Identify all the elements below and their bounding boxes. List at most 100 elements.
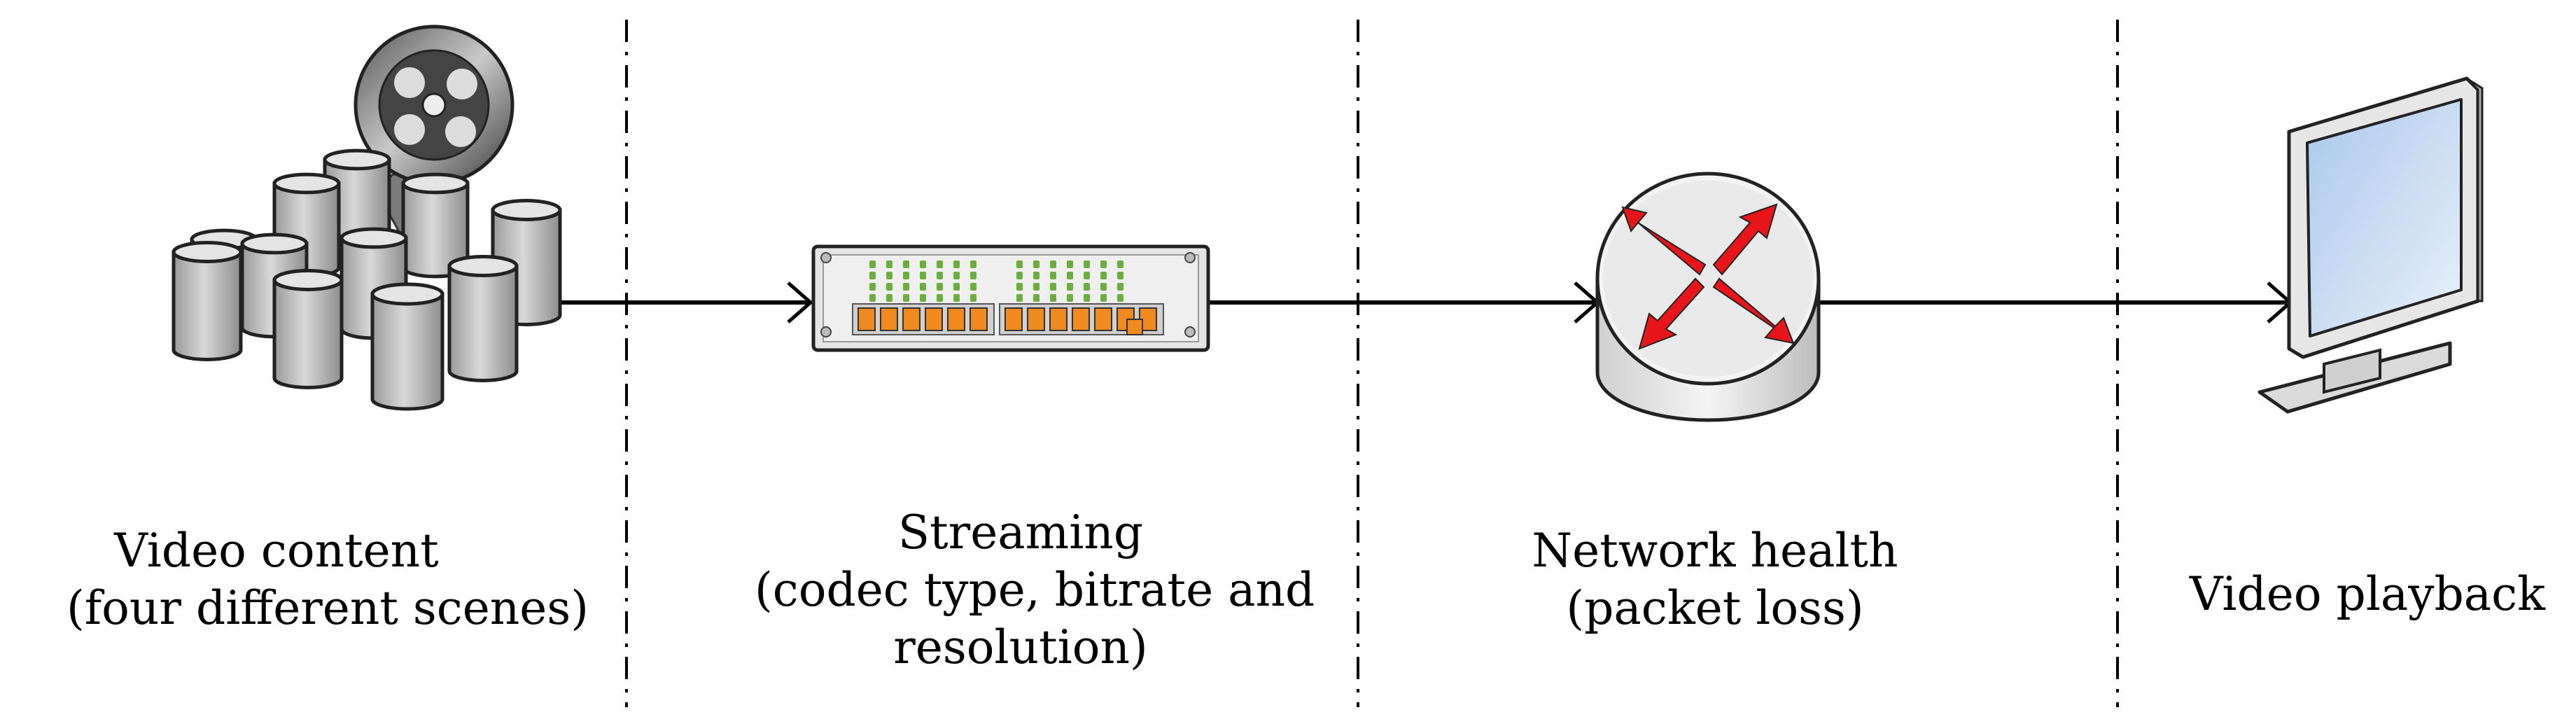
status-led <box>886 260 892 268</box>
status-led <box>886 272 892 279</box>
status-led <box>1033 283 1040 291</box>
film-reel-hole <box>447 69 477 99</box>
streaming-server-icon <box>811 244 1210 352</box>
status-led <box>903 272 909 279</box>
status-led <box>1100 272 1107 279</box>
router-arrow <box>1712 203 1778 276</box>
film-reel-hole <box>394 67 425 98</box>
network-port <box>1126 319 1143 335</box>
status-led <box>1016 260 1023 268</box>
status-led <box>903 260 909 268</box>
status-led <box>953 272 960 279</box>
monitor-side <box>2465 77 2484 302</box>
arrowhead <box>787 281 813 323</box>
status-led <box>1050 272 1056 279</box>
status-led <box>920 283 926 291</box>
status-led <box>970 272 976 279</box>
status-led <box>1117 260 1124 268</box>
monitor-neck <box>2323 348 2381 394</box>
rack-screw <box>820 252 832 263</box>
status-led <box>869 260 876 268</box>
label-line: Video playback <box>2189 567 2546 621</box>
status-led <box>1117 283 1124 291</box>
database-cylinder <box>447 255 519 382</box>
status-led <box>1084 260 1090 268</box>
status-led <box>1117 272 1124 279</box>
label-line: (packet loss) <box>1566 581 1864 635</box>
status-led <box>1033 272 1040 279</box>
status-led <box>1050 283 1056 291</box>
status-led <box>937 283 943 291</box>
status-led <box>1084 283 1090 291</box>
label-line: Streaming <box>897 506 1144 559</box>
network-port <box>947 307 965 331</box>
label-line: Video content <box>114 524 439 578</box>
rack-screw <box>820 326 832 337</box>
label-video-content: Video content (four different scenes) <box>66 522 589 637</box>
status-led <box>970 260 976 268</box>
status-led <box>1016 294 1023 302</box>
router-arrow <box>1621 206 1707 276</box>
rack-screw <box>1184 252 1196 263</box>
monitor-icon <box>2258 76 2484 414</box>
status-led <box>1067 272 1073 279</box>
status-led <box>1084 272 1090 279</box>
status-led <box>869 294 876 302</box>
status-led <box>937 272 943 279</box>
network-port <box>925 307 943 331</box>
status-led <box>1033 294 1040 302</box>
status-led <box>903 294 909 302</box>
status-led <box>920 260 926 268</box>
network-port <box>880 307 898 331</box>
network-port <box>1072 307 1090 331</box>
status-led <box>1033 260 1040 268</box>
status-led <box>953 294 960 302</box>
status-led <box>1067 294 1073 302</box>
server-panel <box>820 252 1196 337</box>
status-led <box>1050 260 1056 268</box>
film-reel-database-icon <box>172 25 562 411</box>
label-line: resolution) <box>893 620 1148 674</box>
network-port <box>969 307 988 331</box>
label-network-health: Network health (packet loss) <box>1519 522 1911 637</box>
status-led <box>970 294 976 302</box>
monitor-screen <box>2306 98 2463 337</box>
label-line: (codec type, bitrate and <box>755 563 1315 617</box>
network-port <box>1027 307 1045 331</box>
status-led <box>886 283 892 291</box>
status-led <box>1016 283 1023 291</box>
status-led <box>953 260 960 268</box>
film-reel-hole <box>445 116 476 147</box>
rack-screw <box>1184 326 1196 337</box>
network-port <box>1004 307 1023 331</box>
label-line: Network health <box>1532 524 1898 578</box>
router-icon <box>1595 172 1821 422</box>
label-video-playback: Video playback <box>2171 566 2563 623</box>
network-port <box>858 307 876 331</box>
network-port <box>1094 307 1112 331</box>
database-cylinder <box>401 172 470 279</box>
network-port <box>902 307 920 331</box>
database-cylinders <box>172 148 562 411</box>
status-led <box>937 294 943 302</box>
status-led <box>1117 294 1124 302</box>
status-led <box>886 294 892 302</box>
status-led <box>1050 294 1056 302</box>
status-led <box>920 294 926 302</box>
status-led <box>869 272 876 279</box>
status-led <box>920 272 926 279</box>
status-led <box>903 283 909 291</box>
status-led <box>1067 260 1073 268</box>
status-led <box>1100 294 1107 302</box>
label-streaming: Streaming (codec type, bitrate and resol… <box>755 504 1315 676</box>
status-led <box>1100 260 1107 268</box>
film-reel-hub <box>421 92 447 118</box>
router-arrows <box>1621 203 1795 350</box>
status-led <box>970 283 976 291</box>
status-led <box>869 283 876 291</box>
network-port <box>1049 307 1068 331</box>
status-led <box>953 283 960 291</box>
database-cylinder <box>172 241 243 361</box>
status-led <box>1067 283 1073 291</box>
